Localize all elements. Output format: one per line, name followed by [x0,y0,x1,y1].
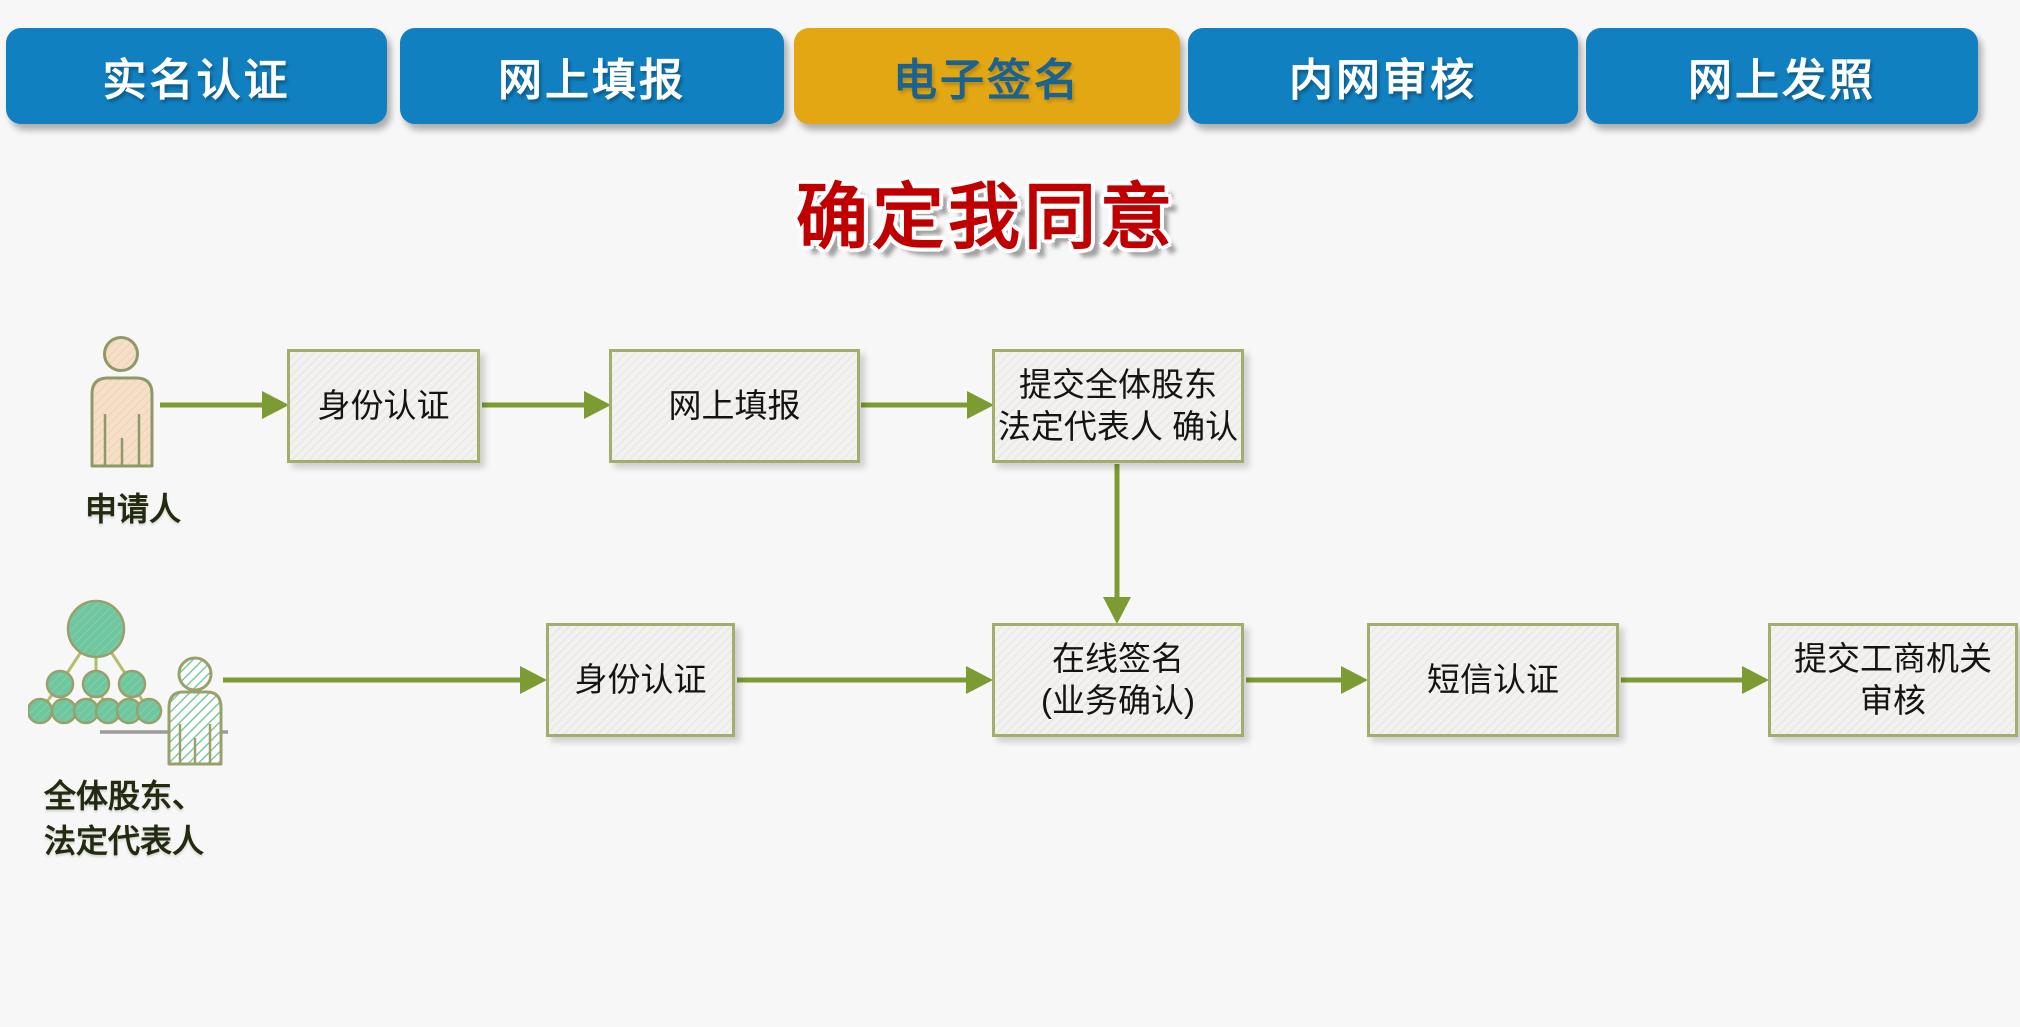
applicant-label: 申请人 [84,491,181,527]
flow-box-sms-auth: 短信认证 [1367,623,1619,737]
arrow-identity-auth-to-online-sign [737,666,993,694]
flow-box-text: 网上填报 [668,387,801,424]
arrow-online-filing-to-submit-confirm [861,391,994,419]
flow-box-text-line1: 提交全体股东 [1019,366,1217,403]
org-tree-and-person-icon [28,599,228,766]
tab-internal-review[interactable]: 内网审核 [1188,28,1578,124]
arrow-online-sign-to-sms-auth [1246,666,1368,694]
tab-online-license[interactable]: 网上发照 [1586,28,1978,124]
page-title: 确定我同意 [795,178,1177,258]
arrow-applicant-to-identity-auth [160,391,289,419]
flow-box-text-line2: (业务确认) [1041,682,1195,719]
tab-e-signature-active[interactable]: 电子签名 [794,28,1180,124]
flow-box-identity-auth-1: 身份认证 [287,349,480,463]
shareholders-label-line1: 全体股东、 [44,778,205,814]
flow-box-text: 身份认证 [574,661,707,698]
flow-box-text-line2: 审核 [1860,682,1926,719]
flow-box-submit-shareholder-confirm: 提交全体股东 法定代表人 确认 [992,349,1244,463]
flow-box-text: 身份认证 [317,387,450,424]
person-icon [90,336,154,468]
flow-box-online-filing: 网上填报 [609,349,860,463]
flow-box-online-sign: 在线签名 (业务确认) [992,623,1244,737]
flow-box-text: 短信认证 [1427,661,1559,698]
flow-box-text-line1: 提交工商机关 [1794,640,1992,677]
tab-real-name-auth[interactable]: 实名认证 [6,28,387,124]
org-tree-nodes [28,599,163,725]
legal-representative-figure [167,656,223,766]
arrow-shareholders-to-identity-auth [223,666,547,694]
shareholders-label: 全体股东、 法定代表人 [44,774,204,864]
flow-box-text-line2: 法定代表人 确认 [997,408,1239,445]
tab-online-filing[interactable]: 网上填报 [400,28,784,124]
flow-box-submit-authority-review: 提交工商机关 审核 [1768,623,2018,737]
arrow-submit-confirm-to-online-sign [1103,464,1131,624]
arrow-identity-auth-to-online-filing [482,391,611,419]
arrow-sms-auth-to-submit-review [1621,666,1769,694]
shareholders-label-line2: 法定代表人 [44,823,205,859]
flow-box-text-line1: 在线签名 [1052,640,1184,677]
flow-box-identity-auth-2: 身份认证 [546,623,735,737]
